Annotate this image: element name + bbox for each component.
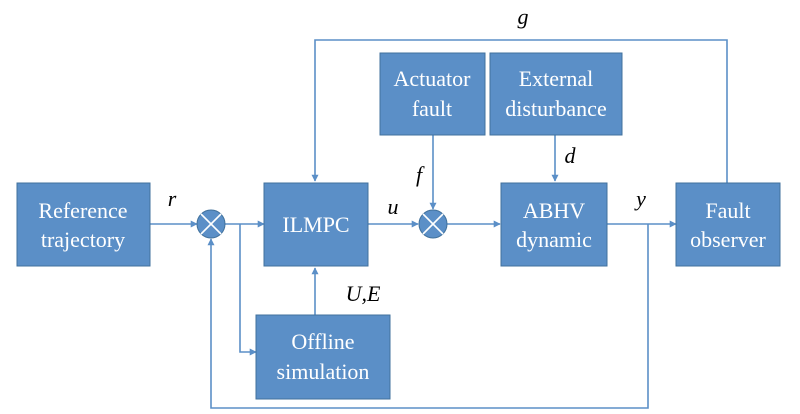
offline-label-line1: Offline [291,329,354,354]
block-reference-trajectory: Reference trajectory [16,182,151,267]
abhv-label-line1: ABHV [523,198,585,223]
block-external-disturbance: External disturbance [489,52,623,136]
summing-junction-1 [196,209,226,239]
disturbance-label-line2: disturbance [505,96,606,121]
ilmpc-label: ILMPC [282,212,349,237]
wire-output-feedback-to-sum1 [207,224,649,409]
reference-label-line2: trajectory [41,227,125,252]
signal-label-ue: U,E [346,281,381,306]
signal-label-f: f [416,162,425,187]
offline-label-line2: simulation [277,359,370,384]
block-abhv-dynamic: ABHV dynamic [500,182,608,267]
signal-label-g: g [518,4,529,29]
connections [150,39,728,409]
block-offline-simulation: Offline simulation [255,314,391,400]
wire-branch-to-offline [239,224,257,356]
actuator-label-line2: fault [412,96,452,121]
abhv-label-line2: dynamic [516,227,592,252]
signal-label-y: y [634,186,646,211]
wire-observer-to-ilmpc [311,39,728,183]
signal-label-d: d [565,143,577,168]
disturbance-label-line1: External [519,66,594,91]
block-fault-observer: Fault observer [675,182,781,267]
signal-label-r: r [168,186,177,211]
signal-label-u: u [388,194,399,219]
summing-junction-2 [418,209,448,239]
actuator-label-line1: Actuator [394,66,472,91]
reference-label-line1: Reference [38,198,127,223]
observer-label-line2: observer [690,227,766,252]
block-ilmpc: ILMPC [263,182,369,267]
block-actuator-fault: Actuator fault [379,52,486,136]
observer-label-line1: Fault [705,198,750,223]
